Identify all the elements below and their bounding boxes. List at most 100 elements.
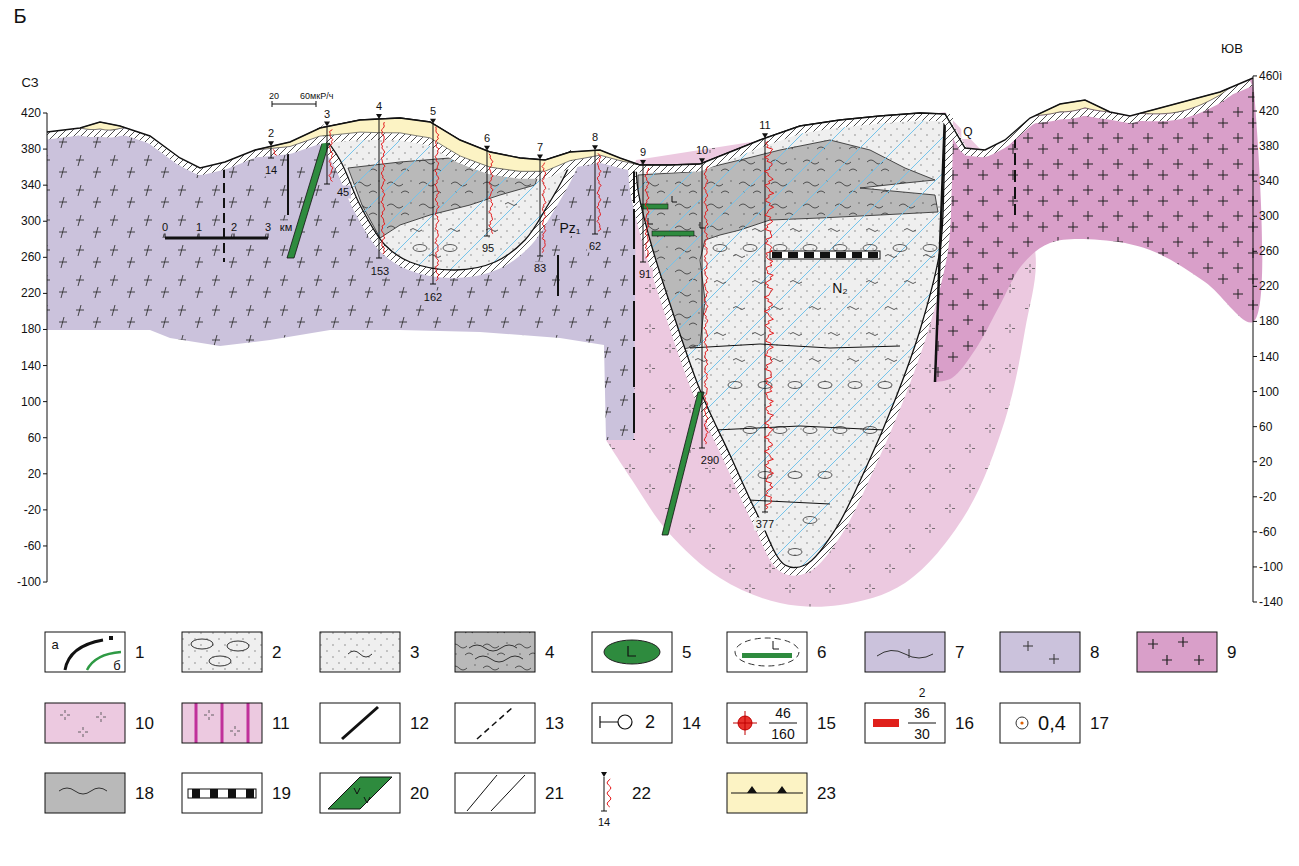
- scale-tick: [199, 233, 200, 238]
- legend-number: 11: [272, 715, 290, 732]
- legend-symbol: [192, 789, 200, 798]
- legend-symbol-group: [477, 707, 513, 739]
- legend-swatch: [45, 773, 125, 813]
- legend-symbol: [204, 710, 240, 736]
- well-depth: 290: [699, 454, 721, 467]
- legend-swatch: [45, 703, 125, 743]
- axis-tick: [43, 509, 47, 510]
- sand-mark: [410, 229, 422, 232]
- legend-box: [320, 773, 400, 813]
- legend-symbol-group: [59, 788, 107, 794]
- axis-tick: [43, 149, 47, 150]
- legend-symbol: [477, 707, 513, 739]
- borehole-head: [324, 122, 330, 127]
- legend-sample: [320, 632, 400, 672]
- weathering-crust: [636, 114, 945, 567]
- legend-number: 23: [817, 785, 836, 802]
- axis-value: -60: [24, 540, 41, 552]
- formation-label: Pz₁: [557, 220, 582, 236]
- legend-symbol-group: [1023, 641, 1059, 664]
- granite-dark: [936, 78, 1262, 382]
- legend-symbol: [65, 640, 103, 670]
- axis-value: 140: [21, 360, 41, 372]
- axis-value: 140: [1259, 351, 1279, 363]
- borehole-bottom: [592, 234, 598, 235]
- legend-symbol: [1020, 721, 1023, 724]
- legend-symbol: [908, 723, 936, 724]
- legend-symbol: [769, 723, 797, 724]
- pebble-mark: [713, 245, 727, 252]
- axis-value: -60: [1259, 526, 1276, 538]
- legend-number: 6: [817, 644, 826, 661]
- legend-symbol: [354, 788, 370, 803]
- borehole-head: [537, 155, 543, 160]
- borehole-head: [484, 146, 490, 151]
- well-number: 10: [696, 145, 708, 156]
- legend-box: [592, 703, 672, 743]
- ground-surface: [47, 78, 1253, 168]
- legend-symbol-group: [196, 703, 248, 743]
- legend-number: 7: [955, 644, 964, 661]
- legend-number: 2: [272, 644, 281, 661]
- legend-number: 8: [1090, 644, 1099, 661]
- formation-label: Q: [961, 125, 974, 139]
- fault-line: [1014, 136, 1016, 215]
- borehole-head: [762, 133, 768, 138]
- borehole-bottom: [376, 258, 382, 259]
- legend-symbol: [601, 777, 607, 811]
- neogene-sediment: [636, 113, 945, 567]
- coal-lens: [772, 252, 878, 258]
- axis-value: 260: [21, 251, 41, 263]
- bed-boundary: [715, 426, 885, 430]
- legend-symbol: [773, 641, 779, 649]
- borehole: [327, 127, 328, 184]
- axis-value: 20: [1259, 456, 1272, 468]
- fault-line: [557, 255, 559, 296]
- legend-box: [1137, 632, 1217, 672]
- well-number: 4: [376, 101, 382, 112]
- sand-mark: [733, 307, 745, 310]
- basalt-mark: [672, 196, 677, 202]
- sand-mark: [714, 281, 726, 284]
- legend-symbol: [733, 711, 757, 735]
- axis-tick: [43, 473, 47, 474]
- legend-symbol: [601, 772, 607, 777]
- legend-sample-value: 2: [645, 713, 655, 731]
- well-depth: 83: [532, 262, 548, 275]
- pebble-mark: [818, 382, 832, 389]
- legend-symbol: [227, 641, 249, 651]
- legend-box: [1000, 703, 1080, 743]
- well-depth: 95: [480, 242, 496, 255]
- borehole: [595, 150, 596, 234]
- legend-box: [455, 773, 535, 813]
- well-number: 8: [592, 132, 598, 143]
- borehole-head: [376, 114, 382, 119]
- axis-tick: [43, 113, 47, 114]
- legend-symbol-group: [604, 640, 660, 664]
- axis-value: 180: [1259, 315, 1279, 327]
- sand-mark: [809, 359, 821, 362]
- axis-tick: [1253, 286, 1257, 287]
- scale-unit: 60мкР/ч: [300, 92, 333, 101]
- legend-symbol: [196, 703, 248, 743]
- legend-symbol-group: [600, 715, 632, 729]
- legend-sample-value: 30: [914, 727, 930, 741]
- axis-value: 220: [1259, 280, 1279, 292]
- legend-box: [45, 773, 125, 813]
- sand-mark: [847, 359, 859, 362]
- legend-symbol-group: [467, 775, 525, 811]
- axis-value: -100: [17, 576, 41, 588]
- well-depth: 91: [637, 268, 653, 281]
- sand-mark: [448, 229, 460, 232]
- well-number: 2: [268, 128, 274, 139]
- sand-mark: [790, 333, 802, 336]
- legend-number: 1: [135, 644, 144, 661]
- scale-tick: [165, 233, 166, 238]
- legend-symbol: [747, 786, 787, 793]
- legend-number: 16: [955, 715, 974, 732]
- legend-symbol-group: [469, 645, 523, 662]
- well-depth: 45: [335, 186, 351, 199]
- well-number: 7: [537, 141, 543, 152]
- legend-sample-value: 160: [771, 727, 794, 741]
